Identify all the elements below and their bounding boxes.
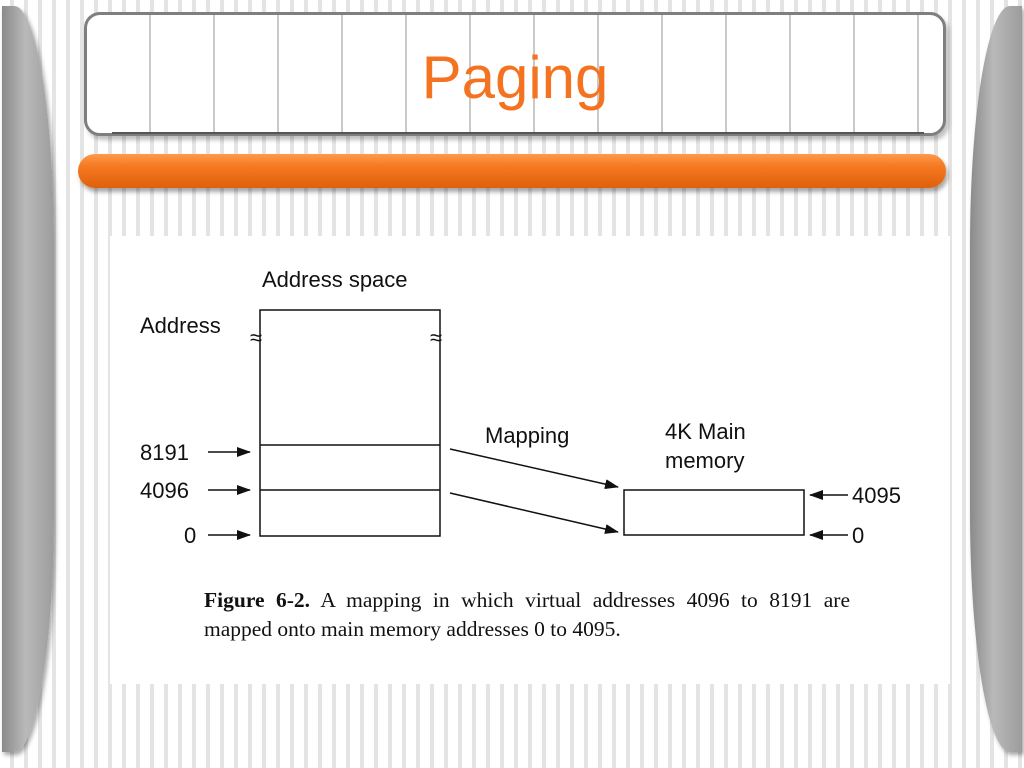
main-memory-box: [623, 489, 805, 536]
tick-label-0-right: 0: [852, 523, 864, 548]
main-memory-label-line1: 4K Main: [665, 419, 746, 444]
tick-label-8191: 8191: [140, 440, 189, 465]
orange-divider-bar: [78, 154, 946, 188]
figure-caption: Figure 6-2. A mapping in which virtual a…: [204, 586, 850, 644]
paging-diagram: Address space Address ≈ ≈ 8191 4096 0 Ma…: [140, 267, 901, 548]
address-space-box: [259, 309, 441, 537]
tick-label-4096: 4096: [140, 478, 189, 503]
tick-label-4095: 4095: [852, 483, 901, 508]
left-decorative-bar: [2, 6, 54, 752]
caption-figure-number: Figure 6-2.: [204, 588, 311, 612]
caption-text: A mapping in which virtual addresses 409…: [204, 588, 850, 641]
tick-label-0-left: 0: [184, 523, 196, 548]
figure-panel: Address space Address ≈ ≈ 8191 4096 0 Ma…: [110, 236, 950, 684]
right-decorative-bar: [970, 6, 1022, 752]
title-frame: [84, 12, 946, 136]
break-symbol-left: ≈: [250, 325, 262, 350]
mapping-arrow-bottom: [449, 492, 619, 534]
title-underline: [112, 132, 924, 134]
address-space-label: Address space: [262, 267, 408, 292]
address-label: Address: [140, 313, 221, 338]
main-memory-label-line2: memory: [665, 448, 744, 473]
break-symbol-right: ≈: [430, 325, 442, 350]
slide-title: Paging: [421, 44, 609, 111]
mapping-label: Mapping: [485, 423, 569, 448]
mapping-arrow-top: [449, 448, 619, 490]
